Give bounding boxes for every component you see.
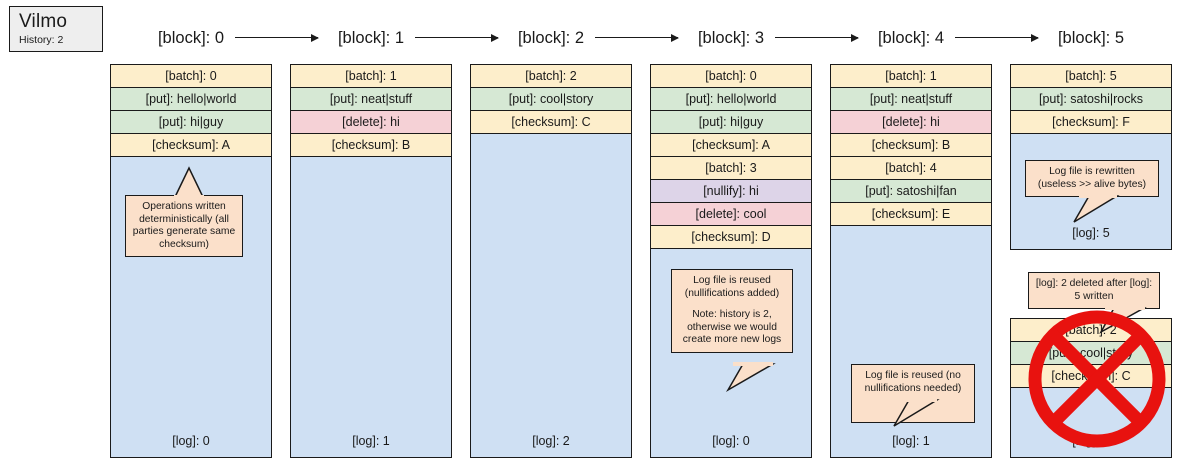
deleted-block-body: [batch]: 2 [put]: cool|story [checksum]:… <box>1010 318 1172 458</box>
entry-row: [batch]: 1 <box>831 65 991 88</box>
log-area-4: Log file is reused (no nullifications ne… <box>831 226 991 456</box>
arrow-right-icon-2-to-3 <box>595 33 679 42</box>
entry-row: [batch]: 1 <box>291 65 451 88</box>
block-body-2: [batch]: 2 [put]: cool|story [checksum]:… <box>470 64 632 458</box>
block-column-3: [batch]: 0 [put]: hello|world [put]: hi|… <box>650 64 812 458</box>
log-label: [log]: 5 <box>1072 226 1110 240</box>
entry-row: [put]: hello|world <box>111 88 271 111</box>
block-column-2: [batch]: 2 [put]: cool|story [checksum]:… <box>470 64 632 458</box>
log-label: [log]: 2 <box>532 434 570 448</box>
entry-row: [batch]: 2 <box>471 65 631 88</box>
block-header-1: [block]: 1 <box>337 28 405 47</box>
callout-tail-icon <box>725 362 776 393</box>
entry-row: [put]: neat|stuff <box>291 88 451 111</box>
callout-log-rewritten: Log file is rewritten (useless >> alive … <box>1025 160 1159 198</box>
entry-row: [put]: cool|story <box>1011 342 1171 365</box>
callout-log-2-deleted: [log]: 2 deleted after [log]: 5 written <box>1028 272 1160 310</box>
entry-row: [batch]: 3 <box>651 157 811 180</box>
log-area-3: Log file is reused (nullifications added… <box>651 249 811 456</box>
entry-row: [checksum]: F <box>1011 111 1171 134</box>
block-column-1: [batch]: 1 [put]: neat|stuff [delete]: h… <box>290 64 452 458</box>
entry-row: [put]: satoshi|fan <box>831 180 991 203</box>
entry-row: [batch]: 0 <box>651 65 811 88</box>
block-column-4: [batch]: 1 [put]: neat|stuff [delete]: h… <box>830 64 992 458</box>
entry-row: [checksum]: E <box>831 203 991 226</box>
block-body-3: [batch]: 0 [put]: hello|world [put]: hi|… <box>650 64 812 458</box>
callout-tail-icon <box>169 166 209 200</box>
callout-tail-icon <box>1099 306 1147 334</box>
block-body-1: [batch]: 1 [put]: neat|stuff [delete]: h… <box>290 64 452 458</box>
entry-row: [delete]: cool <box>651 203 811 226</box>
log-label: [log]: 1 <box>892 434 930 448</box>
callout-tail-icon <box>1073 194 1120 224</box>
log-area-5: Log file is rewritten (useless >> alive … <box>1011 134 1171 248</box>
arrow-right-icon-3-to-4 <box>775 33 859 42</box>
deleted-block-column: [batch]: 2 [put]: cool|story [checksum]:… <box>1010 318 1172 458</box>
log-label: [log]: 0 <box>712 434 750 448</box>
block-body-4: [batch]: 1 [put]: neat|stuff [delete]: h… <box>830 64 992 458</box>
entry-row: [put]: hi|guy <box>651 111 811 134</box>
entry-row: [checksum]: B <box>291 134 451 157</box>
entry-row: [put]: hello|world <box>651 88 811 111</box>
arrow-right-icon-4-to-5 <box>955 33 1039 42</box>
block-body-0: [batch]: 0 [put]: hello|world [put]: hi|… <box>110 64 272 458</box>
block-column-5: [batch]: 5 [put]: satoshi|rocks [checksu… <box>1010 64 1172 250</box>
app-name: Vilmo <box>19 11 68 32</box>
entry-row: [checksum]: A <box>111 134 271 157</box>
entry-row: [batch]: 4 <box>831 157 991 180</box>
deleted-log-area: [log]: 2 <box>1011 388 1171 456</box>
entry-row: [batch]: 0 <box>111 65 271 88</box>
block-header-2: [block]: 2 <box>517 28 585 47</box>
entry-row: [delete]: hi <box>291 111 451 134</box>
entry-row: [put]: satoshi|rocks <box>1011 88 1171 111</box>
block-body-5: [batch]: 5 [put]: satoshi|rocks [checksu… <box>1010 64 1172 250</box>
entry-row: [checksum]: B <box>831 134 991 157</box>
entry-row: [put]: neat|stuff <box>831 88 991 111</box>
callout-tail-icon <box>893 398 940 428</box>
entry-row: [checksum]: C <box>471 111 631 134</box>
log-label: [log]: 1 <box>352 434 390 448</box>
entry-row: [delete]: hi <box>831 111 991 134</box>
log-label: [log]: 2 <box>1072 434 1110 448</box>
log-label: [log]: 0 <box>172 434 210 448</box>
block-header-4: [block]: 4 <box>877 28 945 47</box>
entry-row: [put]: cool|story <box>471 88 631 111</box>
entry-row: [put]: hi|guy <box>111 111 271 134</box>
entry-row: [checksum]: C <box>1011 365 1171 388</box>
arrow-right-icon-1-to-2 <box>415 33 499 42</box>
app-history-subtitle: History: 2 <box>19 34 64 46</box>
arrow-right-icon-0-to-1 <box>235 33 319 42</box>
block-header-5: [block]: 5 <box>1057 28 1125 47</box>
callout-log-reused-nullified: Log file is reused (nullifications added… <box>671 269 793 353</box>
entry-row: [checksum]: D <box>651 226 811 249</box>
log-area-2: [log]: 2 <box>471 134 631 456</box>
block-header-0: [block]: 0 <box>157 28 225 47</box>
entry-row: [batch]: 5 <box>1011 65 1171 88</box>
entry-row: [checksum]: A <box>651 134 811 157</box>
callout-deterministic: Operations written deterministically (al… <box>125 195 243 258</box>
log-area-1: [log]: 1 <box>291 157 451 456</box>
entry-row: [nullify]: hi <box>651 180 811 203</box>
app-title-badge: Vilmo History: 2 <box>9 6 103 52</box>
block-column-0: [batch]: 0 [put]: hello|world [put]: hi|… <box>110 64 272 458</box>
entry-row: [batch]: 2 <box>1011 319 1171 342</box>
log-area-0: Operations written deterministically (al… <box>111 157 271 456</box>
block-header-3: [block]: 3 <box>697 28 765 47</box>
